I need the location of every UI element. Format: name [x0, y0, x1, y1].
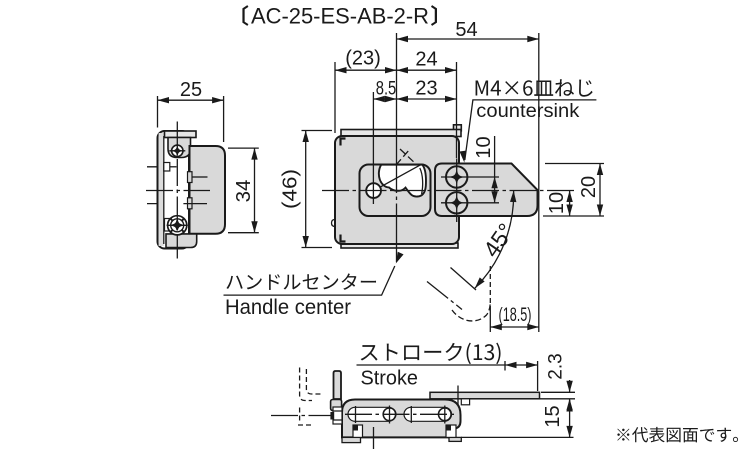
svg-text:10: 10 [546, 192, 568, 214]
svg-text:(46): (46) [279, 169, 302, 209]
svg-text:Handle center: Handle center [225, 296, 351, 319]
svg-text:54: 54 [455, 19, 477, 41]
svg-text:AC-25-ES-AB-2-R: AC-25-ES-AB-2-R [251, 3, 429, 28]
svg-text:20: 20 [578, 176, 600, 198]
svg-text:10: 10 [473, 136, 495, 158]
svg-text:34: 34 [232, 180, 255, 203]
svg-text:2.3: 2.3 [546, 353, 567, 379]
svg-text:8.5: 8.5 [376, 78, 397, 100]
svg-text:(18.5): (18.5) [499, 304, 532, 326]
svg-text:countersink: countersink [476, 101, 580, 122]
svg-text:23: 23 [415, 78, 437, 100]
svg-text:24: 24 [415, 49, 437, 71]
svg-text:15: 15 [542, 405, 564, 427]
svg-text:25: 25 [180, 79, 202, 101]
svg-text:(23): (23) [345, 48, 381, 70]
svg-text:Stroke: Stroke [361, 367, 419, 390]
